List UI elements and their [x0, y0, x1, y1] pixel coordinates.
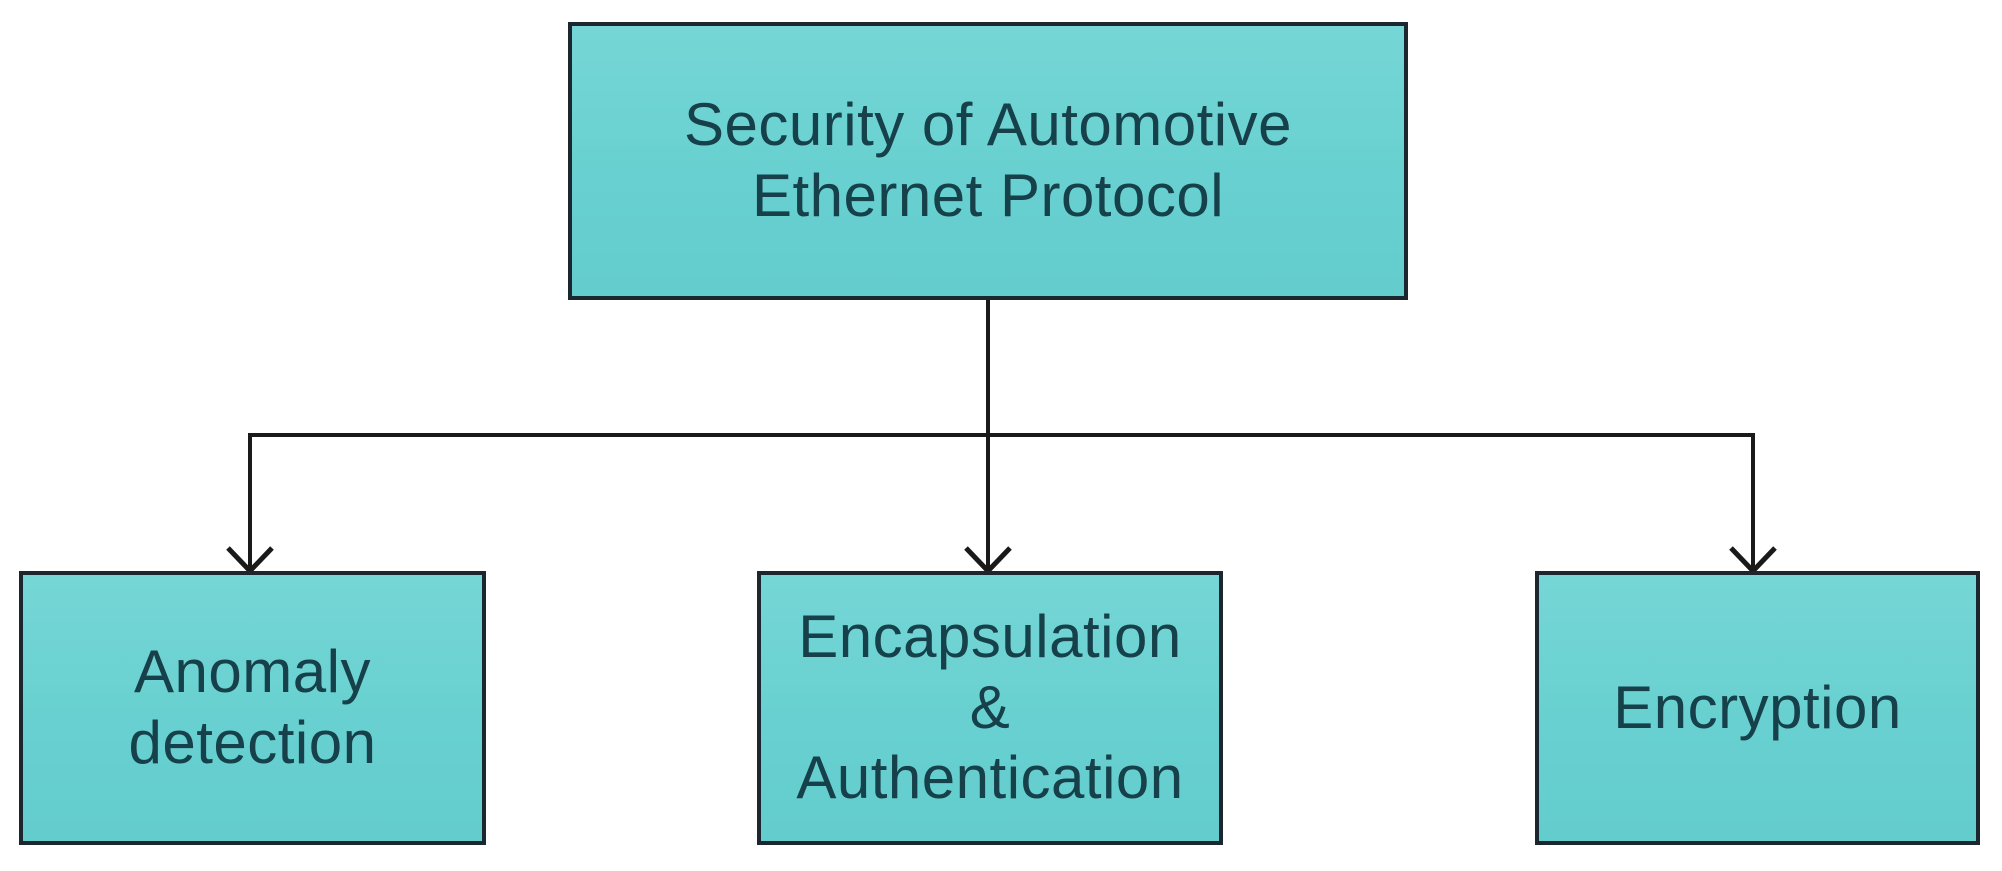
node-anomaly-detection: Anomaly detection: [19, 571, 486, 845]
node-security-of-automotive-ethernet-protocol: Security of Automotive Ethernet Protocol: [568, 22, 1408, 300]
node-label-line: Authentication: [796, 744, 1184, 812]
node-label-line: Anomaly: [134, 638, 371, 706]
node-label-line: Encryption: [1613, 673, 1902, 741]
node-label-line: Encapsulation: [798, 602, 1182, 670]
node-label-line: &: [969, 673, 1011, 741]
node-encapsulation-authentication: Encapsulation & Authentication: [757, 571, 1223, 845]
node-encryption: Encryption: [1535, 571, 1980, 845]
node-label-line: Ethernet Protocol: [751, 162, 1225, 229]
node-label-line: Security of Automotive: [684, 91, 1292, 159]
node-label-line: detection: [128, 709, 377, 776]
